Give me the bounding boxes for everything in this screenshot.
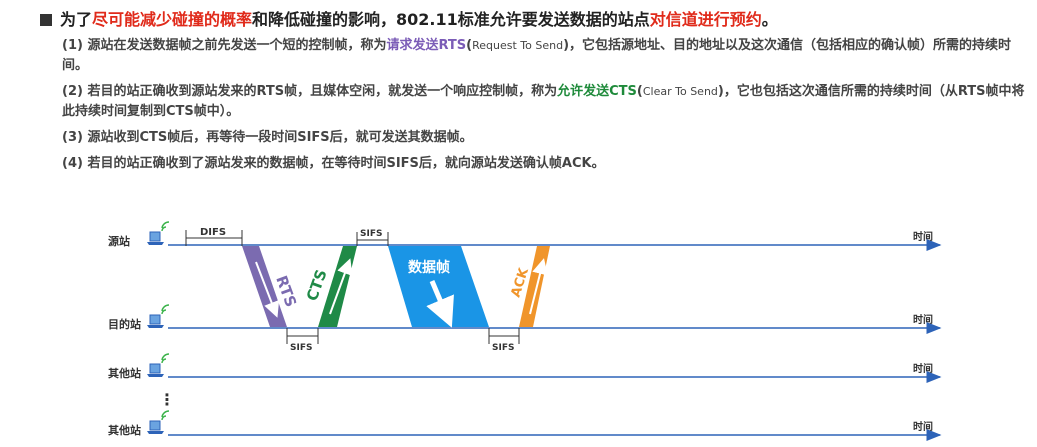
sifs-interval-source: SIFS (356, 229, 389, 246)
cts-term: 允许发送CTS (557, 84, 637, 99)
laptop-wifi-icon (147, 353, 170, 377)
laptop-wifi-icon (147, 304, 170, 328)
title-highlight-2: 对信道进行预约 (649, 10, 762, 29)
time-label: 时间 (913, 362, 933, 375)
sifs-interval-dest-2: SIFS (488, 328, 520, 353)
title-part: 和降低碰撞的影响，802.11标准允许要发送数据的站点 (252, 10, 650, 29)
cts-frame: CTS (303, 246, 357, 327)
time-label: 时间 (913, 313, 933, 326)
time-label: 时间 (913, 230, 933, 243)
step-1: (1) 源站在发送数据帧之前先发送一个短的控制帧，称为请求发送RTS(Reque… (62, 36, 1032, 76)
step-text: (2) 若目的站正确收到源站发来的RTS帧，且媒体空闲，就发送一个响应控制帧，称… (62, 84, 558, 99)
sifs-label: SIFS (492, 343, 514, 353)
data-frame-label: 数据帧 (408, 259, 450, 276)
step-text: )，它包括源地址、目的地址以及这次通信（包括相应的确认帧）所需的持续时间。 (62, 38, 1012, 73)
step-text: (1) 源站在发送数据帧之前先发送一个短的控制帧，称为 (62, 38, 387, 53)
steps-list: (1) 源站在发送数据帧之前先发送一个短的控制帧，称为请求发送RTS(Reque… (62, 36, 1032, 180)
title: 为了尽可能减少碰撞的概率和降低碰撞的影响，802.11标准允许要发送数据的站点对… (40, 6, 1030, 30)
ack-frame: ACK (509, 246, 550, 327)
title-part: 。 (761, 10, 778, 29)
step-2: (2) 若目的站正确收到源站发来的RTS帧，且媒体空闲，就发送一个响应控制帧，称… (62, 82, 1032, 122)
title-part: 为了 (60, 10, 93, 29)
time-label: 时间 (913, 420, 933, 433)
laptop-wifi-icon (147, 221, 170, 245)
step-3: (3) 源站收到CTS帧后，再等待一段时间SIFS后，就可发送其数据帧。 (62, 128, 1032, 148)
title-highlight-1: 尽可能减少碰撞的概率 (92, 10, 253, 29)
rts-english: Request To Send (472, 39, 564, 52)
data-frame: 数据帧 (388, 246, 489, 328)
ellipsis-icon: ⋮ (159, 390, 175, 409)
step-4: (4) 若目的站正确收到了源站发来的数据帧，在等待时间SIFS后，就向源站发送确… (62, 154, 1032, 174)
title-bullet-icon (40, 14, 52, 26)
difs-label: DIFS (200, 227, 226, 238)
step-paren: ( (466, 38, 473, 53)
rts-frame: RTS (242, 246, 300, 327)
station-label-other-1: 其他站 (108, 366, 141, 380)
sifs-label: SIFS (360, 229, 382, 239)
station-label-other-2: 其他站 (108, 423, 141, 437)
laptop-wifi-icon (147, 410, 170, 434)
step-text: )，它也包括这次通信所需的持续时间（从RTS帧中将此持续时间复制到CTS帧中）。 (62, 84, 1025, 119)
step-paren: ( (636, 84, 643, 99)
station-label-source: 源站 (108, 234, 130, 248)
rts-term: 请求发送RTS (386, 38, 467, 53)
cts-label: CTS (303, 267, 331, 303)
cts-english: Clear To Send (642, 85, 718, 98)
station-label-destination: 目的站 (108, 317, 141, 331)
step-text: (3) 源站收到CTS帧后，再等待一段时间SIFS后，就可发送其数据帧。 (62, 130, 473, 145)
sifs-label: SIFS (290, 343, 312, 353)
sifs-interval-dest-1: SIFS (286, 328, 319, 353)
step-text: (4) 若目的站正确收到了源站发来的数据帧，在等待时间SIFS后，就向源站发送确… (62, 156, 605, 171)
difs-interval: DIFS (185, 227, 243, 246)
